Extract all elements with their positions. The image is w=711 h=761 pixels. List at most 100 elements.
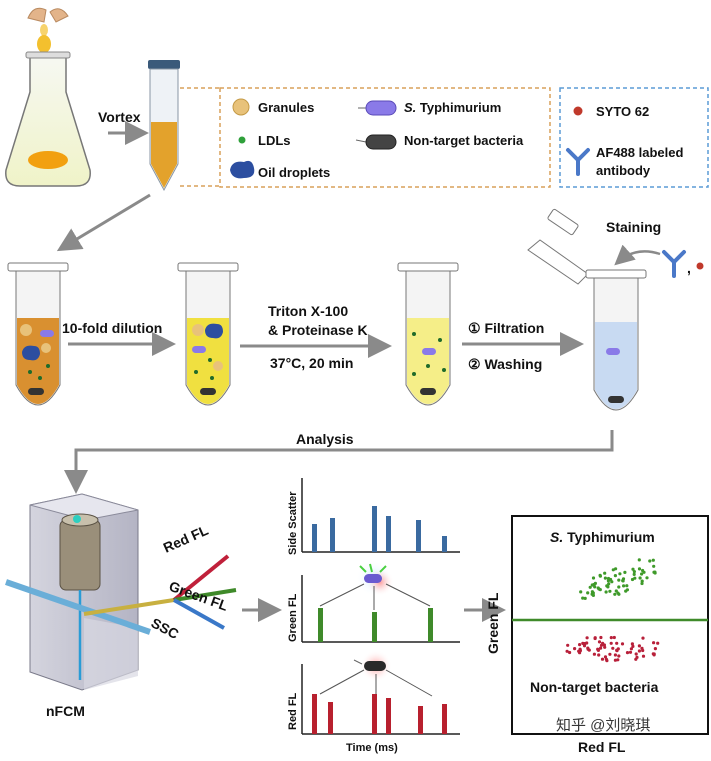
ssc-bar-1 <box>330 518 335 552</box>
nontarget-dot-67 <box>596 648 601 653</box>
target-dot-43 <box>598 573 602 577</box>
syto62-dot-icon <box>573 106 583 116</box>
target-dot-37 <box>637 558 641 562</box>
red-bar-4 <box>418 706 423 734</box>
nontarget-dot-43 <box>593 636 597 640</box>
incubation-label: 37°C, 20 min <box>270 355 353 371</box>
triton-label: Triton X-100 <box>268 303 348 319</box>
red-bar-1 <box>328 702 333 734</box>
optical-path <box>83 598 175 616</box>
legend-af488-line1: AF488 labeled <box>596 145 683 160</box>
target-population-cluster <box>579 558 657 601</box>
target-dot-41 <box>608 589 612 593</box>
nontarget-dot-59 <box>620 642 625 646</box>
egg-shell-icon <box>27 7 69 53</box>
nontarget-dot-11 <box>656 641 660 645</box>
target-dot-53 <box>603 571 607 575</box>
red-bar-5 <box>442 704 447 734</box>
conical-tube-icon <box>148 60 180 192</box>
legend-styph: S. Typhimurium <box>404 100 501 115</box>
flask-icon <box>5 51 91 187</box>
nontarget-dot-60 <box>599 646 603 650</box>
target-dot-13 <box>632 570 637 574</box>
target-dot-63 <box>622 584 626 588</box>
target-dot-39 <box>611 568 615 572</box>
red-bar-0 <box>312 694 317 734</box>
ssc-bar-0 <box>312 524 317 552</box>
nontarget-dot-25 <box>612 635 616 640</box>
green-bar-1 <box>372 612 377 642</box>
nontarget-population-cluster <box>565 635 660 663</box>
target-dot-58 <box>579 590 583 594</box>
oil-droplet-icon <box>230 160 255 179</box>
result-x-axis-label: Red FL <box>578 739 626 755</box>
filtration-label: ① Filtration <box>468 320 544 336</box>
green-axis-label: Green FL <box>287 593 299 642</box>
green-bar-0 <box>318 608 323 642</box>
ssc-axis-label: Side Scatter <box>287 491 299 555</box>
target-dot-23 <box>597 587 601 591</box>
nontarget-dot-66 <box>599 643 604 647</box>
sample-legend: Granules LDLs Oil droplets S. Typhimuriu… <box>219 87 551 188</box>
target-dot-12 <box>638 576 642 580</box>
target-dot-34 <box>617 585 621 589</box>
nontarget-dot-45 <box>640 646 644 650</box>
tube-1-icon <box>7 262 69 406</box>
nontarget-dot-1 <box>628 650 633 654</box>
target-dot-48 <box>581 596 585 600</box>
nontarget-dot-22 <box>613 658 618 662</box>
target-dot-66 <box>606 579 611 583</box>
proteinase-label: & Proteinase K <box>268 322 368 338</box>
target-dot-60 <box>607 582 611 586</box>
nontarget-bacteria-icon <box>355 134 397 150</box>
nontarget-dot-57 <box>616 647 620 651</box>
legend-ldls: LDLs <box>258 133 291 148</box>
nontarget-dot-69 <box>653 647 658 651</box>
green-bar-2 <box>428 608 433 642</box>
legend-styph-species: Typhimurium <box>416 100 501 115</box>
nontarget-dot-41 <box>597 653 601 657</box>
nontarget-dot-34 <box>608 652 612 656</box>
red-axis-label: Red FL <box>287 692 299 730</box>
ssc-signal-panel: Side Scatter <box>287 478 460 555</box>
dilution-label: 10-fold dilution <box>62 320 162 336</box>
nontarget-dot-13 <box>631 644 635 649</box>
result-panel: S. Typhimurium Non-target bacteria Green… <box>485 515 709 755</box>
target-dot-40 <box>610 580 614 584</box>
red-signal-panel: Red FL Time (ms) <box>287 650 460 754</box>
ssc-bar-5 <box>442 536 447 552</box>
legend-oil: Oil droplets <box>258 165 330 180</box>
result-y-axis-label: Green FL <box>485 592 501 654</box>
green-signal-panel: Green FL <box>287 560 460 643</box>
nontarget-dot-35 <box>609 641 613 645</box>
target-dot-35 <box>613 574 618 578</box>
ssc-beam-label: SSC <box>149 615 182 643</box>
target-dot-68 <box>590 590 595 594</box>
nontarget-dot-63 <box>613 653 618 657</box>
nontarget-dot-65 <box>611 646 615 650</box>
target-dot-44 <box>617 592 621 596</box>
target-dot-16 <box>640 581 644 586</box>
antibody-icon <box>566 148 590 176</box>
target-dot-15 <box>603 576 608 580</box>
staining-label: Staining <box>606 219 661 235</box>
red-bar-2 <box>372 694 377 734</box>
target-dot-42 <box>625 584 629 588</box>
green-fl-path <box>173 588 237 602</box>
red-bar-3 <box>386 698 391 734</box>
nontarget-dot-51 <box>630 642 635 646</box>
target-dot-57 <box>621 577 626 581</box>
laser-beam <box>5 579 151 635</box>
legend-syto: SYTO 62 <box>596 104 649 119</box>
nontarget-dot-61 <box>603 655 608 659</box>
result-top-label: S. Typhimurium <box>550 529 655 545</box>
nfcm-instrument <box>29 493 139 691</box>
ssc-bar-3 <box>386 516 391 552</box>
target-dot-38 <box>648 559 652 563</box>
nontarget-dot-32 <box>568 650 572 655</box>
legend-styph-genus: S. <box>404 100 416 115</box>
target-dot-69 <box>652 564 656 568</box>
nontarget-dot-42 <box>617 654 621 658</box>
nontarget-dot-64 <box>615 641 619 645</box>
nontarget-dot-48 <box>565 649 569 653</box>
